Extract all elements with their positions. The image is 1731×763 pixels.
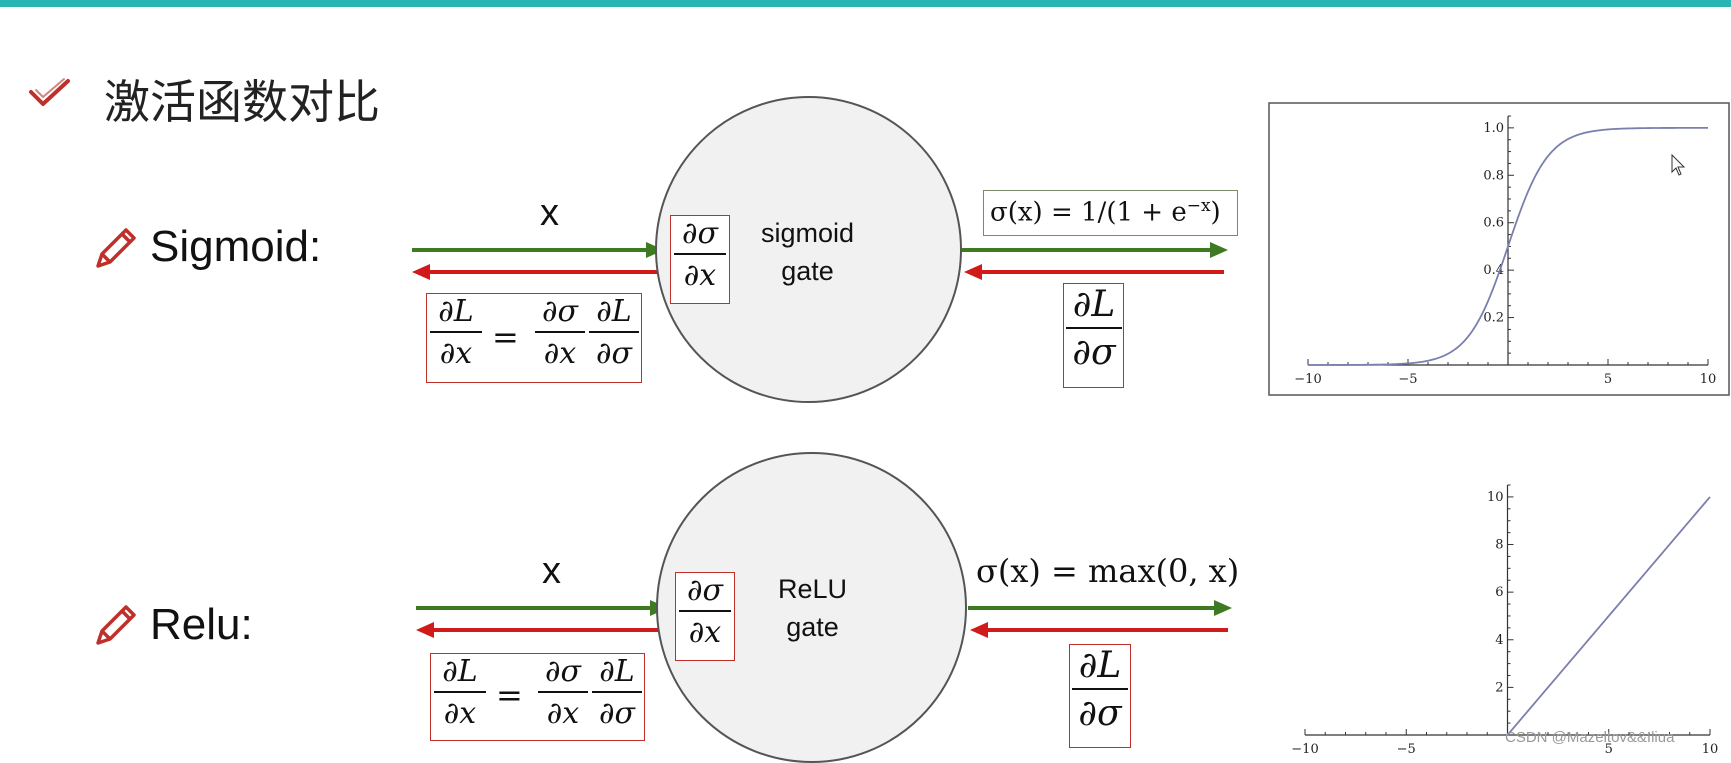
fraction-denominator: ∂x: [546, 696, 580, 731]
sigmoid-formula-box: [983, 190, 1238, 236]
sigmoid-formula: σ(x) = 1/(1 + e−x): [990, 196, 1221, 228]
relu-upstream-gradient: ∂L ∂σ: [1072, 645, 1128, 734]
slide-title: 激活函数对比: [104, 75, 380, 129]
fraction-denominator: ∂σ: [599, 696, 635, 731]
sigmoid-chain-rule-box: [426, 293, 642, 383]
relu-output-arrows: [968, 600, 1232, 638]
relu-gate-label: ReLU gate: [750, 570, 875, 646]
fraction-denominator: ∂x: [439, 336, 473, 371]
sigmoid-input-label: x: [540, 192, 559, 234]
gate-word: gate: [786, 612, 839, 642]
y-tick-label: 6: [1495, 585, 1503, 600]
sigmoid-row-label: Sigmoid:: [150, 222, 322, 271]
cursor-icon: [1671, 153, 1686, 176]
relu-local-gradient-box: [675, 572, 735, 661]
x-tick-label: −10: [1291, 742, 1318, 757]
chain-rhs-local: ∂σ ∂x: [538, 654, 588, 731]
y-tick-label: 0.6: [1483, 216, 1504, 231]
fraction-denominator: ∂σ: [596, 336, 632, 371]
sigmoid-gate-label: sigmoid gate: [745, 214, 870, 290]
fraction-numerator: ∂L: [1072, 284, 1116, 325]
y-tick-label: 2: [1495, 680, 1503, 695]
gate-name: sigmoid: [760, 218, 855, 248]
pencil-icon: [96, 605, 136, 645]
plot-frame: [1268, 102, 1730, 396]
fraction-denominator: ∂σ: [1072, 332, 1116, 373]
fraction-numerator: ∂L: [442, 654, 478, 689]
relu-chain-rule-box: [430, 653, 645, 741]
relu-input-arrows: [416, 600, 668, 638]
fraction-numerator: ∂σ: [682, 216, 718, 251]
fraction-numerator: ∂σ: [545, 654, 581, 689]
relu-local-gradient: ∂σ ∂x: [679, 573, 731, 650]
top-accent-bar: [0, 0, 1731, 7]
chain-rhs-upstream: ∂L ∂σ: [592, 654, 642, 731]
x-tick-label: −10: [1294, 372, 1321, 387]
relu-input-label: x: [542, 550, 561, 592]
fraction-numerator: ∂L: [1078, 645, 1122, 686]
chain-rhs-upstream: ∂L ∂σ: [589, 294, 639, 371]
chain-lhs: ∂L ∂x: [430, 294, 482, 371]
sigmoid-upstream-gradient: ∂L ∂σ: [1066, 284, 1122, 373]
fraction-denominator: ∂x: [688, 615, 722, 650]
chain-equals: =: [496, 676, 523, 714]
sigmoid-input-arrows: [412, 242, 664, 280]
fraction-numerator: ∂L: [438, 294, 474, 329]
checkmark-icon: [29, 78, 70, 106]
sigmoid-output-arrows: [962, 242, 1228, 280]
fraction-denominator: ∂x: [443, 696, 477, 731]
sigmoid-upstream-gradient-box: [1063, 283, 1124, 388]
relu-row-label: Relu:: [150, 600, 253, 649]
y-tick-label: 0.8: [1483, 168, 1504, 183]
fraction-numerator: ∂σ: [542, 294, 578, 329]
fraction-denominator: ∂x: [543, 336, 577, 371]
fraction-numerator: ∂σ: [687, 573, 723, 608]
sigmoid-local-gradient: ∂σ ∂x: [674, 216, 726, 293]
relu-formula: σ(x) = max(0, x): [976, 552, 1240, 590]
gate-name: ReLU: [777, 574, 848, 604]
y-tick-label: 1.0: [1483, 121, 1504, 136]
y-tick-label: 0.2: [1483, 311, 1504, 326]
x-tick-label: −5: [1398, 372, 1417, 387]
series-line: [1308, 126, 1708, 366]
chain-lhs: ∂L ∂x: [434, 654, 486, 731]
chain-equals: =: [492, 318, 519, 356]
gate-word: gate: [781, 256, 834, 286]
chain-rhs-local: ∂σ ∂x: [535, 294, 585, 371]
relu-plot: −10 −5 5 10 2 4 6 8 10: [1291, 484, 1719, 757]
series-line: [1506, 496, 1711, 736]
pencil-icon: [96, 228, 136, 268]
x-tick-label: 10: [1700, 372, 1717, 387]
x-tick-label: 5: [1604, 372, 1612, 387]
fraction-denominator: ∂x: [683, 258, 717, 293]
fraction-denominator: ∂σ: [1078, 693, 1122, 734]
sigmoid-local-gradient-box: [670, 215, 730, 304]
watermark: CSDN @Mazeltov&&Iliua: [1505, 729, 1675, 746]
y-tick-label: 4: [1495, 633, 1503, 648]
y-tick-label: 10: [1487, 490, 1504, 505]
fraction-numerator: ∂L: [599, 654, 635, 689]
fraction-numerator: ∂L: [596, 294, 632, 329]
relu-upstream-gradient-box: [1069, 644, 1131, 748]
x-tick-label: 10: [1702, 742, 1719, 757]
y-tick-label: 8: [1495, 538, 1503, 553]
x-tick-label: 5: [1605, 742, 1613, 757]
x-tick-label: −5: [1397, 742, 1416, 757]
